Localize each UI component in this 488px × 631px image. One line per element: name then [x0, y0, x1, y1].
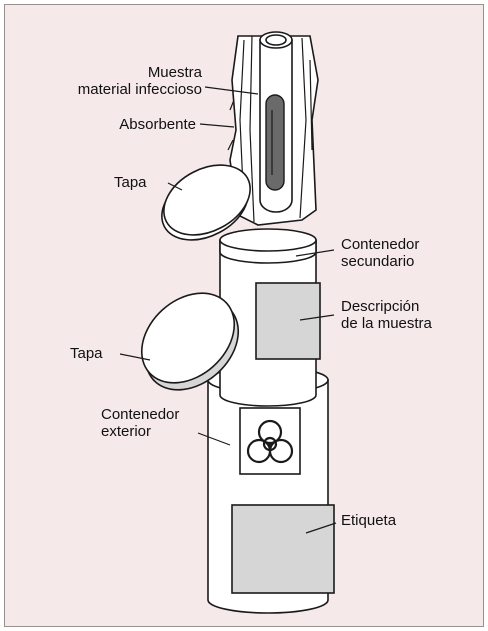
label-contenedor-exterior: Contenedor exterior — [101, 406, 179, 440]
label-absorbente-text: Absorbente — [80, 116, 196, 133]
specimen-description-card — [256, 283, 320, 359]
label-contenedor-secundario: Contenedor secundario — [341, 236, 419, 270]
specimen-liquid — [266, 95, 284, 190]
label-descripcion: Descripción de la muestra — [341, 298, 432, 332]
label-area-etiqueta — [232, 505, 334, 593]
label-contenedor-ext-line1: Contenedor — [101, 406, 179, 423]
label-tapa-bottom-text: Tapa — [70, 345, 103, 362]
label-muestra: Muestra material infeccioso — [40, 64, 202, 98]
label-muestra-line2: material infeccioso — [40, 81, 202, 98]
label-descripcion-line1: Descripción — [341, 298, 432, 315]
label-absorbente: Absorbente — [80, 116, 196, 133]
label-tapa-top-text: Tapa — [114, 174, 147, 191]
label-contenedor-ext-line2: exterior — [101, 423, 179, 440]
label-tapa-top: Tapa — [114, 174, 147, 191]
primary-tube — [260, 32, 292, 212]
label-contenedor-sec-line1: Contenedor — [341, 236, 419, 253]
label-etiqueta-text: Etiqueta — [341, 512, 396, 529]
label-descripcion-line2: de la muestra — [341, 315, 432, 332]
biohazard-icon — [240, 408, 300, 474]
label-etiqueta: Etiqueta — [341, 512, 396, 529]
label-tapa-bottom: Tapa — [70, 345, 103, 362]
label-muestra-line1: Muestra — [40, 64, 202, 81]
label-contenedor-sec-line2: secundario — [341, 253, 419, 270]
